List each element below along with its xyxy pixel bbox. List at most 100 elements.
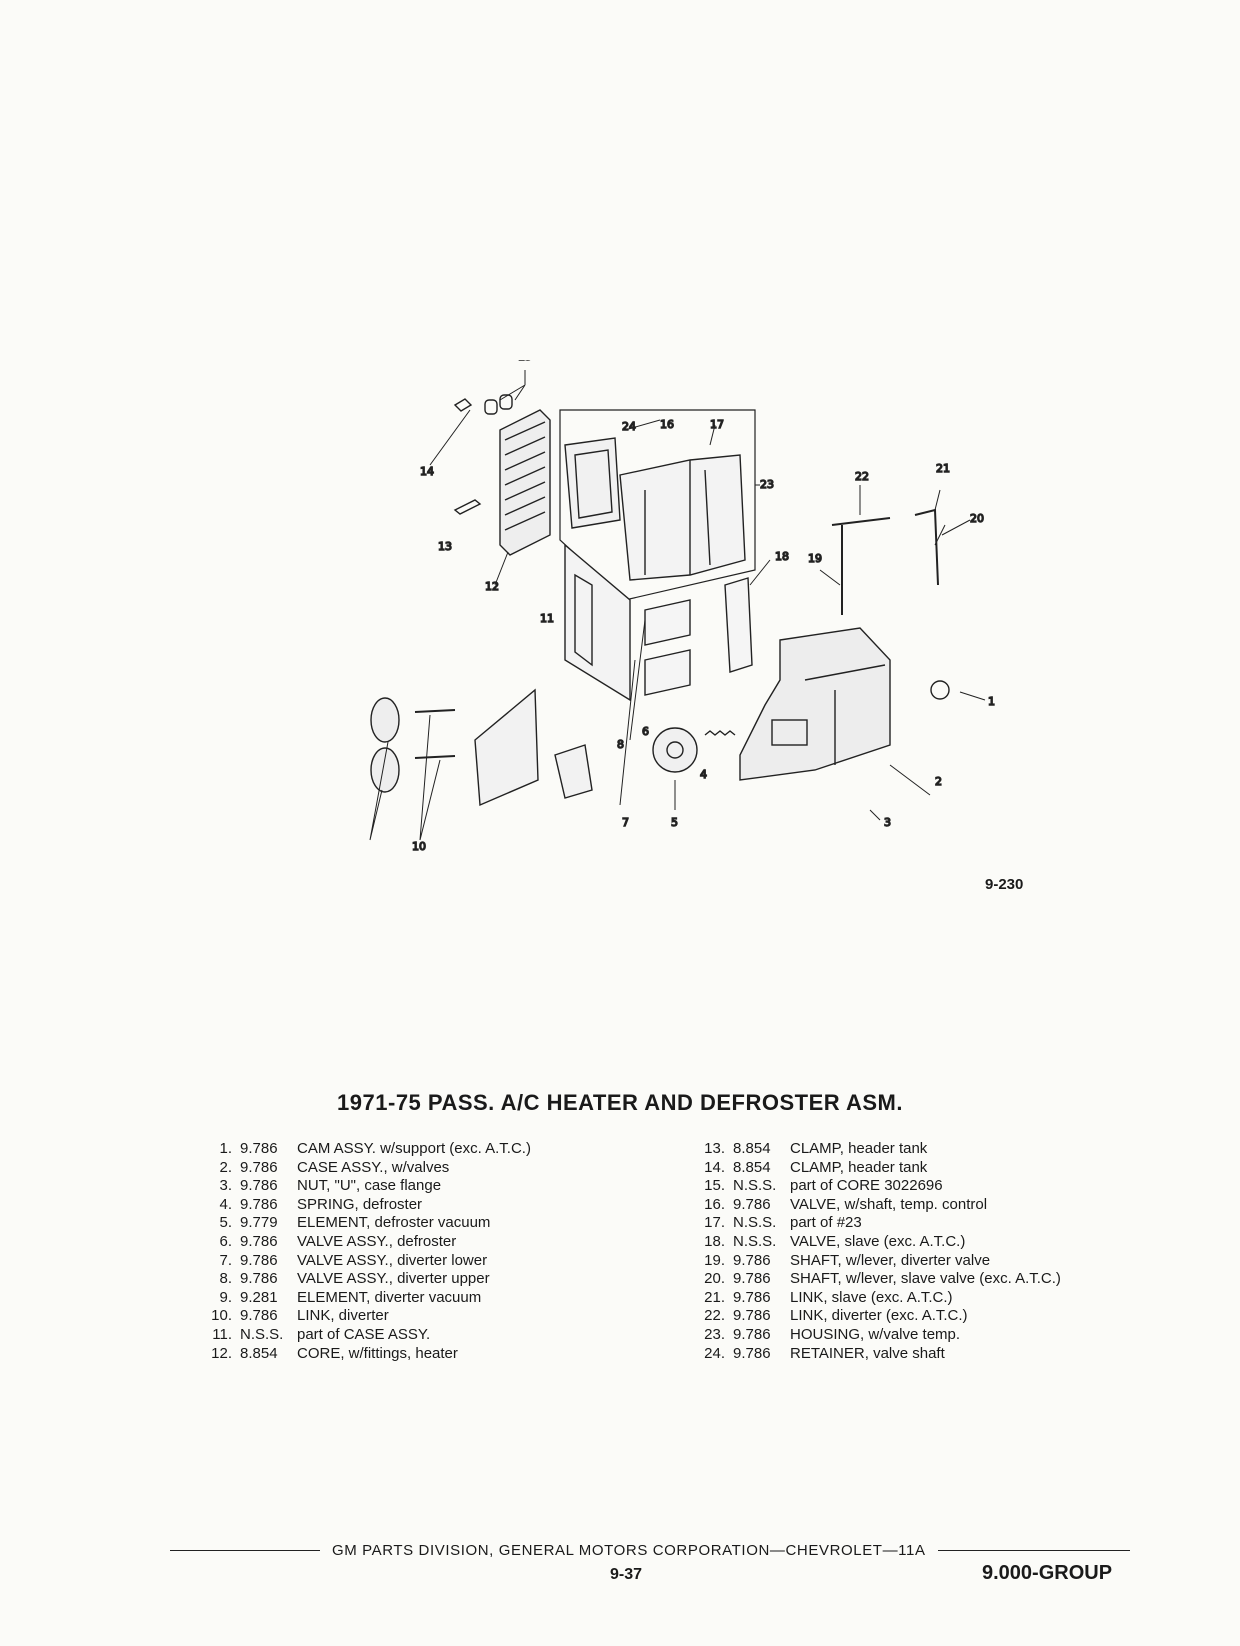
part-number: 10.: [211, 1307, 232, 1325]
part-row: 19. 9.786 SHAFT, w/lever, diverter valve: [683, 1252, 1061, 1271]
part-number: 17.: [704, 1214, 725, 1232]
part-description: ELEMENT, diverter vacuum: [297, 1288, 482, 1306]
footer-rule-left: [170, 1550, 320, 1551]
part-description: CAM ASSY. w/support (exc. A.T.C.): [297, 1140, 531, 1157]
heater-core-drawing: [484, 394, 551, 556]
group-number-cell: 9.786: [240, 1158, 278, 1176]
part-description: VALVE ASSY., diverter upper: [297, 1270, 490, 1288]
part-description: LINK, diverter (exc. A.T.C.): [790, 1307, 968, 1325]
part-row: 22. 9.786 LINK, diverter (exc. A.T.C.): [683, 1307, 1061, 1326]
part-description: RETAINER, valve shaft: [790, 1344, 945, 1362]
part-number: 9.: [219, 1288, 232, 1306]
callout-21: 21: [936, 462, 950, 475]
group-number-cell: 9.786: [733, 1344, 771, 1362]
part-description: VALVE, slave (exc. A.T.C.): [790, 1232, 966, 1250]
part-number: 16.: [704, 1195, 725, 1213]
part-description: SHAFT, w/lever, diverter valve: [790, 1251, 991, 1269]
callout-4: 4: [700, 768, 707, 781]
group-number-cell: 9.786: [733, 1307, 771, 1325]
part-number: 2.: [219, 1158, 232, 1176]
group-number-cell: 9.786: [733, 1270, 771, 1288]
part-description: VALVE ASSY., diverter lower: [297, 1251, 488, 1269]
part-description: CASE ASSY., w/valves: [297, 1158, 450, 1176]
callout-7: 7: [622, 816, 629, 829]
part-number: 19.: [704, 1251, 725, 1269]
part-number: 6.: [219, 1232, 232, 1250]
group-number-cell: 9.779: [240, 1214, 278, 1232]
callout-1: 1: [988, 695, 995, 708]
group-number-cell: N.S.S.: [733, 1232, 777, 1250]
group-number-cell: 9.281: [240, 1288, 278, 1306]
part-number: 15.: [704, 1177, 725, 1195]
part-number: 22.: [704, 1307, 725, 1325]
callout-24: 24: [622, 420, 636, 433]
part-number: 8.: [219, 1270, 232, 1288]
part-description: SPRING, defroster: [297, 1195, 423, 1213]
part-number: 23.: [704, 1325, 725, 1343]
callout-23: 23: [760, 478, 774, 491]
part-description: CLAMP, header tank: [790, 1140, 928, 1157]
part-row: 15. N.S.S. part of CORE 3022696: [683, 1177, 1061, 1196]
part-description: LINK, diverter: [297, 1307, 389, 1325]
part-number: 4.: [219, 1195, 232, 1213]
group-number-cell: 9.786: [240, 1140, 278, 1157]
part-number: 13.: [704, 1140, 725, 1157]
callout-10: 10: [412, 840, 426, 853]
part-description: VALVE, w/shaft, temp. control: [790, 1195, 988, 1213]
part-number: 7.: [219, 1251, 232, 1269]
callout-12: 12: [485, 580, 499, 593]
callout-2: 2: [935, 775, 942, 788]
part-row: 8. 9.786 VALVE ASSY., diverter upper: [190, 1270, 531, 1289]
callout-17: 17: [710, 418, 724, 431]
housing-drawing: [619, 454, 746, 581]
callout-22: 22: [855, 470, 869, 483]
part-number: 3.: [219, 1177, 232, 1195]
group-number-cell: 9.786: [733, 1251, 771, 1269]
callout-8: 8: [617, 738, 624, 751]
exploded-parts-diagram: 15 24 16 17 14 23 22 21 20 13 18 19 12 1…: [360, 360, 1060, 900]
part-description: NUT, "U", case flange: [297, 1177, 442, 1195]
figure-id: 9-230: [985, 876, 1024, 893]
group-number-cell: N.S.S.: [240, 1325, 284, 1343]
group-number-cell: N.S.S.: [733, 1177, 777, 1195]
page-title: 1971-75 PASS. A/C HEATER AND DEFROSTER A…: [337, 1090, 903, 1115]
group-number-cell: 9.786: [733, 1288, 771, 1306]
part-number: 5.: [219, 1214, 232, 1232]
group-number-cell: 9.786: [733, 1325, 771, 1343]
callout-20: 20: [970, 512, 984, 525]
part-description: part of CASE ASSY.: [297, 1325, 431, 1343]
case-assembly-drawing: [739, 627, 891, 781]
footer: GM PARTS DIVISION, GENERAL MOTORS CORPOR…: [170, 1542, 1130, 1559]
group-number-cell: N.S.S.: [733, 1214, 777, 1232]
group-number-cell: 9.786: [733, 1195, 771, 1213]
callout-14: 14: [420, 465, 434, 478]
group-number: 9.000-GROUP: [982, 1562, 1113, 1584]
callout-16: 16: [660, 418, 674, 431]
part-number: 18.: [704, 1232, 725, 1250]
part-number: 11.: [212, 1325, 232, 1343]
part-description: VALVE ASSY., defroster: [297, 1232, 457, 1250]
temp-valve-drawing: [564, 437, 621, 529]
callout-3: 3: [884, 816, 891, 829]
page-number: 9-37: [610, 1566, 643, 1583]
part-description: part of #23: [790, 1214, 862, 1232]
part-description: part of CORE 3022696: [790, 1177, 943, 1195]
group-number-cell: 9.786: [240, 1270, 278, 1288]
callout-11: 11: [540, 612, 554, 625]
callout-13: 13: [438, 540, 452, 553]
part-row: 2. 9.786 CASE ASSY., w/valves: [190, 1159, 531, 1178]
part-row: 11. N.S.S. part of CASE ASSY.: [190, 1326, 531, 1345]
part-row: 9. 9.281 ELEMENT, diverter vacuum: [190, 1289, 531, 1308]
